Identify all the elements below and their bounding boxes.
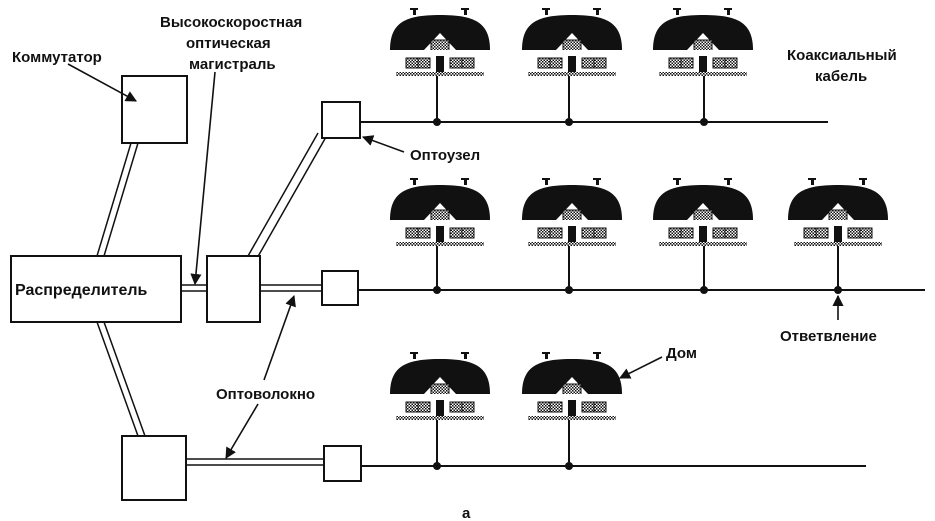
house-icon — [390, 352, 490, 420]
tap-point — [700, 118, 708, 126]
distributor-label: Распределитель — [15, 282, 148, 299]
house-icon — [653, 178, 753, 246]
fiber-hub-to-optonode-top-a — [248, 133, 318, 256]
optonode-bottom-box — [324, 446, 361, 481]
optonode-middle-box — [322, 271, 358, 305]
tap-point — [433, 462, 441, 470]
fiber-pointer-arrow-down — [226, 404, 258, 458]
switch-label: Коммутатор — [12, 49, 102, 66]
coax-label-line2: кабель — [815, 68, 867, 85]
houses-row-middle — [390, 178, 888, 246]
optonode-label: Оптоузел — [410, 147, 480, 164]
tap-label: Ответвление — [780, 328, 877, 345]
fiber-label: Оптоволокно — [216, 386, 315, 403]
optonode-pointer-arrow — [363, 137, 404, 152]
coax-label-line1: Коаксиальный — [787, 47, 897, 64]
optonode-top-box — [322, 102, 360, 138]
drops-row-top — [433, 76, 708, 126]
drops-row-bottom — [433, 420, 573, 470]
house-icon — [788, 178, 888, 246]
backbone-label-line3: магистраль — [189, 56, 276, 73]
house-icon — [390, 8, 490, 76]
houses-row-bottom — [390, 352, 622, 420]
house-icon — [522, 178, 622, 246]
backbone-pointer-arrow — [195, 72, 215, 284]
tap-point — [433, 118, 441, 126]
house-icon — [390, 178, 490, 246]
house-icon — [522, 8, 622, 76]
houses-row-top — [390, 8, 753, 76]
backbone-label-line1: Высокоскоростная — [160, 14, 302, 31]
tap-point — [565, 118, 573, 126]
tap-point — [565, 462, 573, 470]
backbone-label-line2: оптическая — [186, 35, 271, 52]
fiber-distributor-to-hub-a — [97, 322, 138, 436]
drops-row-middle — [433, 246, 842, 294]
fiber-pointer-arrow-up — [264, 296, 294, 380]
fiber-switch-to-distributor-b — [104, 143, 138, 256]
tap-point — [700, 286, 708, 294]
bottom-hub-box — [122, 436, 186, 500]
tap-point — [433, 286, 441, 294]
head-end-hub-box — [207, 256, 260, 322]
tap-point — [565, 286, 573, 294]
figure-caption: а — [462, 505, 471, 521]
tap-point — [834, 286, 842, 294]
house-pointer-arrow — [620, 357, 662, 378]
house-icon — [522, 352, 622, 420]
switch-box — [122, 76, 187, 143]
house-icon — [653, 8, 753, 76]
fiber-distributor-to-hub-b — [104, 322, 145, 436]
fiber-hub-to-optonode-top-b — [256, 137, 326, 260]
house-label: Дом — [666, 345, 697, 362]
fiber-switch-to-distributor-a — [97, 143, 131, 256]
